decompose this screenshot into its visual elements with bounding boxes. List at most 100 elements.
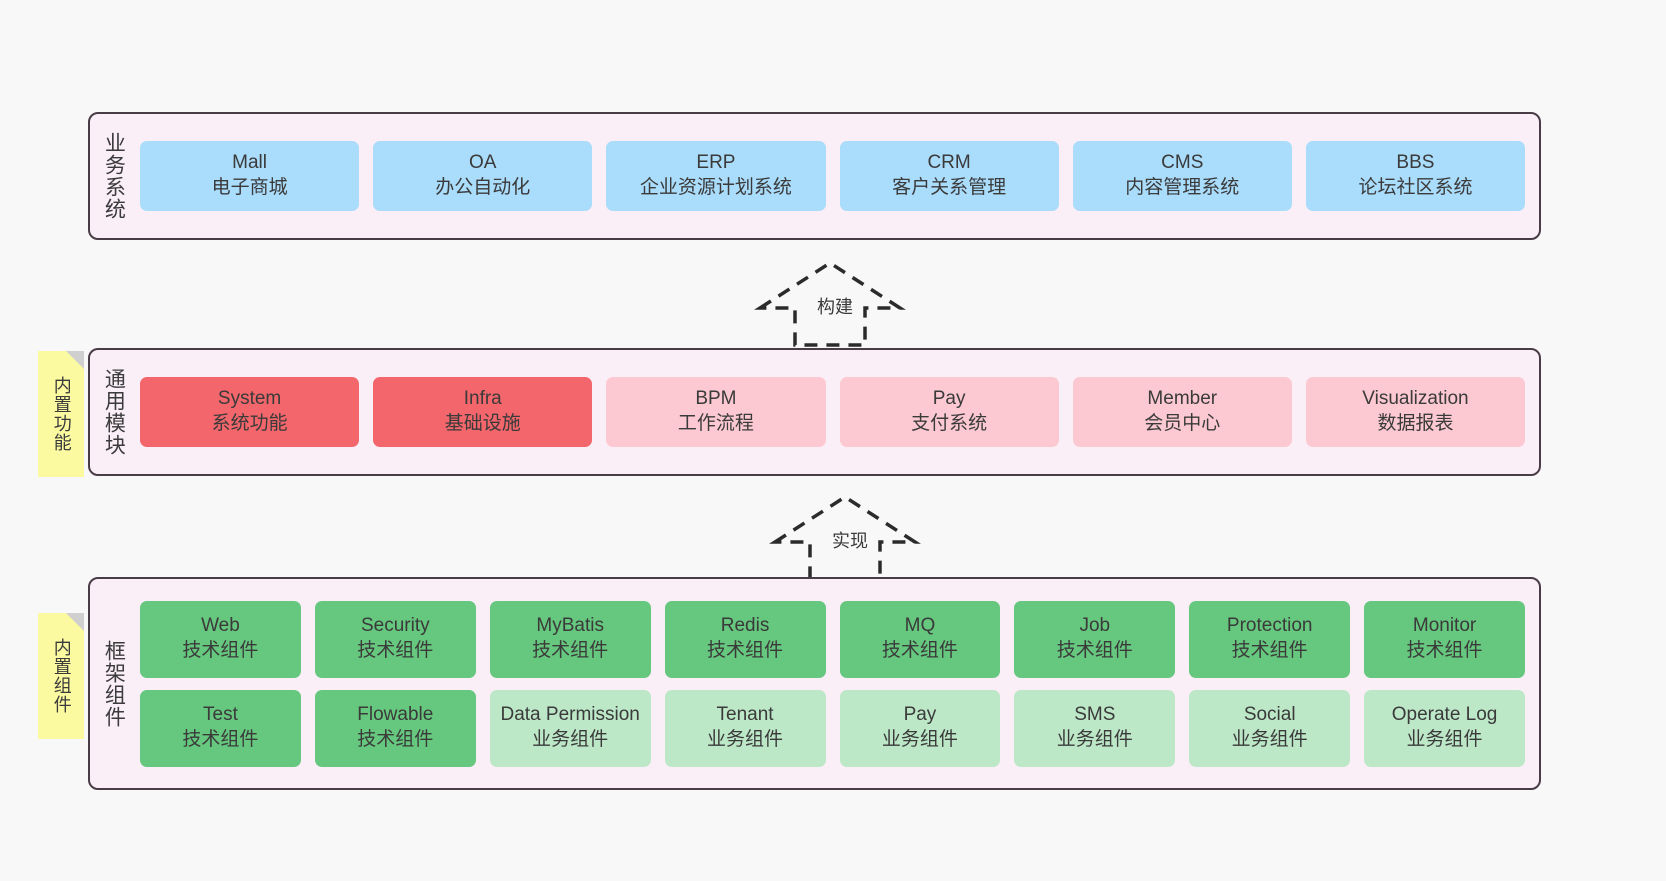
arrow-implement-label: 实现 — [830, 527, 870, 553]
note-builtin-function: 内置功能 — [38, 351, 84, 477]
node-mall-name: Mall — [232, 152, 267, 174]
arrow-build-label: 构建 — [815, 293, 855, 319]
node-pay-module[interactable]: Pay 支付系统 — [839, 377, 1059, 447]
node-cms[interactable]: CMS 内容管理系统 — [1072, 141, 1292, 211]
node-operate-log-name: Operate Log — [1391, 704, 1498, 726]
layer-title-business-systems: 业务系统 — [102, 132, 126, 220]
node-job-desc: 技术组件 — [1056, 640, 1133, 661]
layer-common-modules: 通用模块 System 系统功能 Infra 基础设施 BPM 工作流程 Pay — [88, 348, 1541, 476]
node-sms-name: SMS — [1074, 704, 1116, 726]
node-security[interactable]: Security 技术组件 — [314, 600, 476, 678]
node-monitor-name: Monitor — [1412, 615, 1477, 637]
layer-title-common-modules: 通用模块 — [102, 368, 126, 456]
node-member-name: Member — [1147, 388, 1218, 410]
node-mall[interactable]: Mall 电子商城 — [140, 141, 360, 211]
node-bpm-name: BPM — [695, 388, 737, 410]
arrow-implement: 实现 — [769, 492, 921, 584]
node-operate-log-desc: 业务组件 — [1406, 729, 1483, 750]
node-flowable-name: Flowable — [357, 704, 434, 726]
node-crm-name: CRM — [927, 152, 971, 174]
node-test[interactable]: Test 技术组件 — [140, 689, 301, 767]
layer-framework-components: 框架组件 Web 技术组件 Security 技术组件 MyBatis 技术组件… — [88, 577, 1541, 790]
node-protection-name: Protection — [1226, 615, 1313, 637]
layer-body-business-systems: Mall 电子商城 OA 办公自动化 ERP 企业资源计划系统 CRM 客户关系… — [136, 114, 1539, 238]
node-bpm[interactable]: BPM 工作流程 — [606, 377, 826, 447]
node-bbs[interactable]: BBS 论坛社区系统 — [1305, 141, 1526, 211]
node-visualization[interactable]: Visualization 数据报表 — [1305, 377, 1526, 447]
node-mybatis[interactable]: MyBatis 技术组件 — [489, 600, 651, 678]
node-pay-component[interactable]: Pay 业务组件 — [839, 689, 1001, 767]
node-flowable-desc: 技术组件 — [357, 729, 434, 750]
node-mall-desc: 电子商城 — [211, 177, 288, 198]
node-infra-name: Infra — [463, 388, 502, 410]
row-business-systems: Mall 电子商城 OA 办公自动化 ERP 企业资源计划系统 CRM 客户关系… — [140, 141, 1526, 211]
node-erp-name: ERP — [696, 152, 736, 174]
node-oa-name: OA — [469, 152, 497, 174]
node-infra-desc: 基础设施 — [444, 413, 521, 434]
row-framework-business: Test 技术组件 Flowable 技术组件 Data Permission … — [140, 689, 1525, 767]
node-oa[interactable]: OA 办公自动化 — [373, 141, 593, 211]
node-data-permission-desc: 业务组件 — [532, 729, 609, 750]
node-redis[interactable]: Redis 技术组件 — [664, 600, 826, 678]
node-web-desc: 技术组件 — [182, 640, 259, 661]
node-pay-component-desc: 业务组件 — [881, 729, 958, 750]
arrow-build: 构建 — [754, 258, 906, 350]
node-pay-module-name: Pay — [932, 388, 966, 410]
node-monitor[interactable]: Monitor 技术组件 — [1364, 600, 1525, 678]
node-web-name: Web — [201, 615, 240, 637]
node-system-desc: 系统功能 — [211, 413, 288, 434]
node-redis-desc: 技术组件 — [707, 640, 784, 661]
node-visualization-desc: 数据报表 — [1377, 413, 1454, 434]
node-security-desc: 技术组件 — [357, 640, 434, 661]
node-mq[interactable]: MQ 技术组件 — [839, 600, 1001, 678]
node-data-permission-name: Data Permission — [500, 704, 640, 726]
node-sms-desc: 业务组件 — [1056, 729, 1133, 750]
row-common-modules: System 系统功能 Infra 基础设施 BPM 工作流程 Pay 支付系统… — [140, 377, 1526, 447]
node-test-desc: 技术组件 — [182, 729, 259, 750]
node-system-name: System — [217, 388, 282, 410]
node-job-name: Job — [1079, 615, 1111, 637]
layer-body-framework-components: Web 技术组件 Security 技术组件 MyBatis 技术组件 Redi… — [136, 579, 1539, 788]
node-web[interactable]: Web 技术组件 — [140, 600, 301, 678]
node-erp[interactable]: ERP 企业资源计划系统 — [606, 141, 826, 211]
node-mybatis-desc: 技术组件 — [532, 640, 609, 661]
node-security-name: Security — [360, 615, 430, 637]
node-erp-desc: 企业资源计划系统 — [639, 177, 792, 198]
node-visualization-name: Visualization — [1362, 388, 1469, 410]
node-protection-desc: 技术组件 — [1231, 640, 1308, 661]
node-oa-desc: 办公自动化 — [435, 177, 531, 198]
node-flowable[interactable]: Flowable 技术组件 — [314, 689, 476, 767]
node-mybatis-name: MyBatis — [536, 615, 604, 637]
node-mq-desc: 技术组件 — [881, 640, 958, 661]
node-data-permission[interactable]: Data Permission 业务组件 — [489, 689, 651, 767]
node-bbs-name: BBS — [1396, 152, 1435, 174]
note-builtin-component: 内置组件 — [38, 613, 84, 739]
node-operate-log[interactable]: Operate Log 业务组件 — [1364, 689, 1525, 767]
node-tenant-name: Tenant — [716, 704, 774, 726]
node-social-name: Social — [1243, 704, 1296, 726]
node-protection[interactable]: Protection 技术组件 — [1189, 600, 1351, 678]
node-crm[interactable]: CRM 客户关系管理 — [839, 141, 1059, 211]
node-mq-name: MQ — [904, 615, 936, 637]
node-member[interactable]: Member 会员中心 — [1072, 377, 1292, 447]
row-framework-tech: Web 技术组件 Security 技术组件 MyBatis 技术组件 Redi… — [140, 600, 1525, 678]
node-crm-desc: 客户关系管理 — [892, 177, 1007, 198]
node-system[interactable]: System 系统功能 — [140, 377, 360, 447]
node-tenant[interactable]: Tenant 业务组件 — [664, 689, 826, 767]
node-social-desc: 业务组件 — [1231, 729, 1308, 750]
node-cms-desc: 内容管理系统 — [1125, 177, 1240, 198]
node-pay-module-desc: 支付系统 — [911, 413, 988, 434]
node-bbs-desc: 论坛社区系统 — [1358, 177, 1473, 198]
layer-body-common-modules: System 系统功能 Infra 基础设施 BPM 工作流程 Pay 支付系统… — [136, 350, 1539, 474]
node-tenant-desc: 业务组件 — [707, 729, 784, 750]
node-social[interactable]: Social 业务组件 — [1189, 689, 1351, 767]
node-bpm-desc: 工作流程 — [677, 413, 754, 434]
layer-title-framework-components: 框架组件 — [102, 639, 126, 728]
node-sms[interactable]: SMS 业务组件 — [1014, 689, 1176, 767]
node-pay-component-name: Pay — [903, 704, 937, 726]
node-member-desc: 会员中心 — [1144, 413, 1221, 434]
node-infra[interactable]: Infra 基础设施 — [373, 377, 593, 447]
node-job[interactable]: Job 技术组件 — [1014, 600, 1176, 678]
layer-business-systems: 业务系统 Mall 电子商城 OA 办公自动化 ERP 企业资源计划系统 CRM — [88, 112, 1541, 240]
